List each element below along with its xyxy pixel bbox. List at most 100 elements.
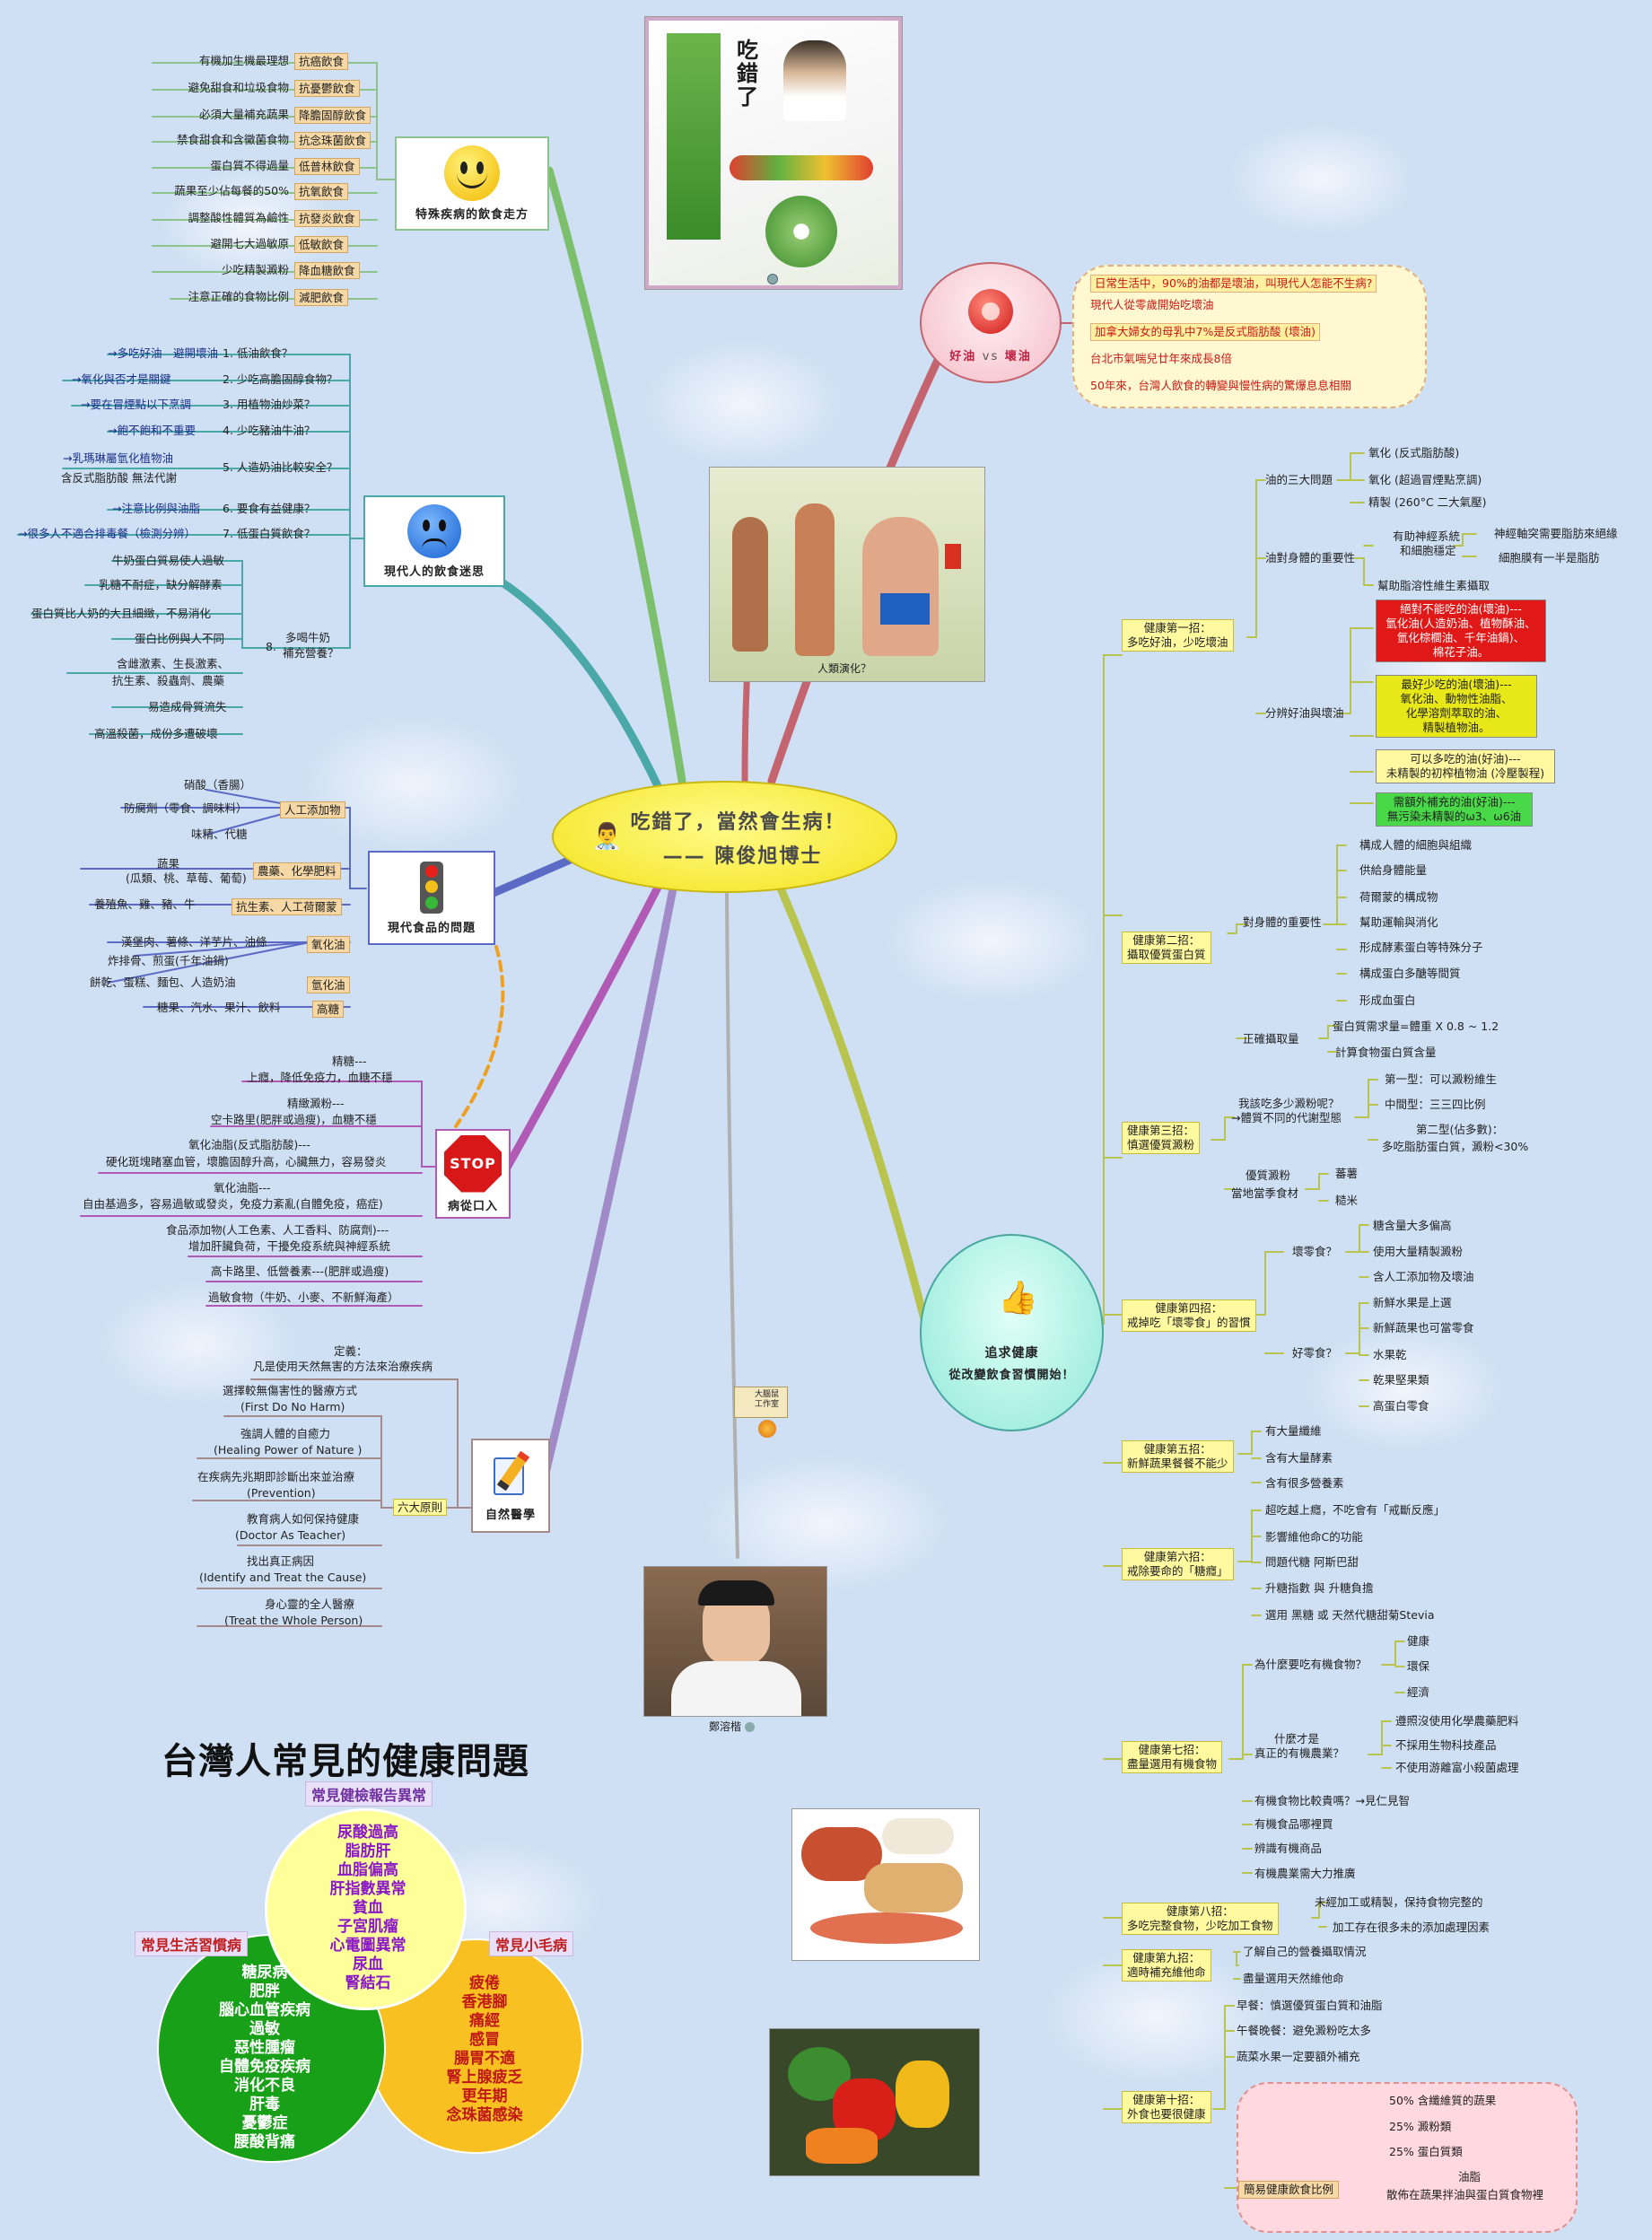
health-leaf[interactable]: 有機農業需大力推廣 [1254,1867,1356,1880]
health-leaf[interactable]: 幫助運輸與消化 [1359,915,1438,929]
health-leaf[interactable]: 辨識有機商品 [1254,1842,1323,1855]
diet-item-tag[interactable]: 降血糖飲食 [294,262,360,279]
nature-tag[interactable]: 六大原則 [393,1499,448,1516]
oil-distinguish-label[interactable]: 分辨好油與壞油 [1265,706,1344,720]
oil-item[interactable]: 現代人從零歲開始吃壞油 [1090,298,1214,311]
food-tag[interactable]: 農藥、化學肥料 [253,862,341,879]
nature-principle[interactable]: 選擇較無傷害性的醫療方式 [223,1384,358,1397]
myths-branch-topic[interactable]: 現代人的飲食迷思 [363,495,505,587]
ratio-label[interactable]: 簡易健康飲食比例 [1238,2181,1340,2199]
nature-principle-en[interactable]: (Treat the Whole Person) [224,1614,363,1627]
health-leaf[interactable]: 幫助脂溶性維生素攝取 [1377,579,1490,592]
stop-item[interactable]: 食品添加物(人工色素、人工香料、防腐劑)--- [166,1223,389,1237]
stop-item[interactable]: 精緻澱粉--- [287,1097,345,1110]
oil-item[interactable]: 台北市氣喘兒廿年來成長8倍 [1090,352,1232,365]
diet-item-tag[interactable]: 減肥飲食 [294,289,349,306]
stop-item-detail[interactable]: 增加肝臟負荷，干擾免疫系統與神經系統 [188,1239,391,1253]
health-leaf[interactable]: 經濟 [1407,1685,1430,1699]
diet-item-text[interactable]: 避開七大過敏原 [210,237,289,250]
oil-problems-label[interactable]: 油的三大問題 [1265,473,1333,486]
health-leaf[interactable]: 多吃脂肪蛋白質，澱粉<30% [1382,1140,1529,1153]
food-item-text[interactable]: 糖果、汽水、果汁、飲料 [157,1001,281,1014]
diet-item-tag[interactable]: 降膽固醇飲食 [294,107,371,124]
stop-item[interactable]: 高卡路里、低營養素---(肥胖或過瘦) [211,1264,389,1278]
food-item-text-2[interactable]: (瓜類、桃、草莓、葡萄) [126,871,247,885]
health-leaf[interactable]: 氧化 (超過冒煙點烹調) [1368,473,1482,486]
myth-item-answer[interactable]: →多吃好油 避開壞油 [108,346,218,360]
health-leaf[interactable]: 構成蛋白多醣等間質 [1359,967,1461,980]
health-leaf[interactable]: 含有很多營養素 [1265,1476,1344,1490]
milk-item[interactable]: 易造成骨質流失 [148,700,227,713]
nature-principle[interactable]: 身心靈的全人醫療 [265,1597,355,1611]
health-leaf[interactable]: 含有大量酵素 [1265,1451,1333,1465]
stop-item[interactable]: 過敏食物（牛奶、小麥、不新鮮海產） [208,1291,399,1304]
health-leaf[interactable]: 形成血蛋白 [1359,993,1416,1007]
health-leaf[interactable]: 有機食物比較貴嗎？→見仁見智 [1254,1794,1410,1807]
oil-green-box[interactable]: 需額外補充的油(好油)---無污染未精製的ω3、ω6油 [1376,792,1533,827]
tip-tip2[interactable]: 健康第二招：攝取優質蛋白質 [1122,932,1211,964]
food-branch-topic[interactable]: 現代食品的問題 [368,851,495,945]
tip-tip9[interactable]: 健康第九招：適時補充維他命 [1122,1949,1211,1982]
milk-question-2[interactable]: 補充營養？ [283,646,339,660]
stop-item[interactable]: 氧化油脂--- [214,1181,271,1194]
health-leaf[interactable]: 我該吃多少澱粉呢？ [1238,1097,1340,1110]
tip-tip6[interactable]: 健康第六招：戒除要命的「糖癮」 [1122,1548,1234,1580]
health-leaf[interactable]: 新鮮水果是上選 [1373,1296,1452,1309]
food-tag[interactable]: 人工添加物 [280,801,345,818]
myth-item-question[interactable]: 6. 要食有益健康？ [223,502,316,515]
tip-tip4[interactable]: 健康第四招：戒掉吃「壞零食」的習慣 [1122,1299,1256,1332]
oil-lyellow-box[interactable]: 可以多吃的油(好油)---未精製的初榨植物油 (冷壓製程) [1376,749,1555,783]
diet-item-tag[interactable]: 抗氧飲食 [294,183,349,200]
book-link-icon[interactable] [767,274,778,284]
diet-item-text[interactable]: 禁食甜食和含黴菌食物 [176,133,289,146]
nature-branch-topic[interactable]: 自然醫學 [471,1439,550,1533]
milk-item[interactable]: 抗生素、殺蟲劑、農藥 [112,674,225,687]
health-leaf[interactable]: 影響維他命C的功能 [1265,1530,1363,1544]
nature-principle-en[interactable]: (Prevention) [247,1486,316,1500]
health-leaf[interactable]: 25% 澱粉類 [1389,2120,1452,2133]
health-leaf[interactable]: 有機食品哪裡買 [1254,1817,1333,1831]
organic-why-label[interactable]: 為什麼要吃有機食物？ [1254,1658,1368,1671]
food-item-text[interactable]: 養殖魚、雞、豬、牛 [94,897,196,911]
myth-item-answer[interactable]: →很多人不適合排毒餐（檢測分辨） [18,527,196,540]
food-tag[interactable]: 氫化油 [307,976,350,993]
health-leaf[interactable]: 加工存在很多未的添加處理因素 [1333,1921,1490,1934]
health-leaf[interactable]: 計算食物蛋白質含量 [1335,1046,1437,1059]
milk-item[interactable]: 含雌激素、生長激素、 [117,657,230,670]
milk-item[interactable]: 乳糖不耐症，缺分解酵素 [99,578,223,591]
health-leaf[interactable]: 問題代糖 阿斯巴甜 [1265,1555,1359,1569]
health-leaf[interactable]: 早餐：慎選優質蛋白質和油脂 [1237,1999,1383,2012]
food-item-text[interactable]: 炸排骨、煎蛋(千年油鍋) [108,954,229,967]
author-link-icon[interactable] [744,1722,755,1732]
health-leaf[interactable]: 油脂 [1458,2170,1482,2183]
stop-item-detail[interactable]: 空卡路里(肥胖或過瘦)，血糖不穩 [211,1113,377,1126]
health-leaf[interactable]: 水果乾 [1373,1348,1407,1361]
milk-item[interactable]: 蛋白比例與人不同 [135,632,225,645]
health-leaf[interactable]: 含人工添加物及壞油 [1373,1270,1474,1283]
myth-item-answer[interactable]: →注意比例與油脂 [112,502,200,515]
health-leaf[interactable]: 未經加工或精製，保持食物完整的 [1315,1895,1483,1909]
diet-item-tag[interactable]: 抗發炎飲食 [294,210,360,227]
tip-tip8[interactable]: 健康第八招：多吃完整食物，少吃加工食物 [1122,1903,1279,1935]
food-item-text[interactable]: 漢堡肉、薯條、洋芋片、油條 [121,935,267,949]
myth-item-question[interactable]: 4. 少吃豬油牛油？ [223,424,316,437]
food-tag[interactable]: 氧化油 [307,936,350,953]
myth-item-question[interactable]: 1. 低油飲食？ [223,346,293,360]
tip-tip7[interactable]: 健康第七招：盡量選用有機食物 [1122,1741,1223,1773]
health-leaf[interactable]: 25% 蛋白質類 [1389,2145,1463,2158]
oil-importance-label[interactable]: 油對身體的重要性 [1265,551,1356,564]
myth-item-answer[interactable]: →要在冒煙點以下烹調 [81,398,191,411]
diet-item-tag[interactable]: 抗念珠菌飲食 [294,132,371,149]
oil-red-box[interactable]: 絕對不能吃的油(壞油)---氫化油(人造奶油、植物酥油、氫化棕櫚油、千年油鍋)、… [1376,599,1546,662]
food-item-text[interactable]: 味精、代糖 [191,827,248,841]
health-branch-topic[interactable]: 👍 追求健康 從改變飲食習慣開始！ [920,1234,1104,1431]
health-leaf[interactable]: 真正的有機農業？ [1254,1746,1345,1760]
health-leaf[interactable]: 有大量纖維 [1265,1424,1322,1438]
health-leaf[interactable]: 散佈在蔬果拌油與蛋白質食物裡 [1386,2188,1544,2201]
diet-item-text[interactable]: 避免甜食和垃圾食物 [188,81,289,94]
nature-principle-en[interactable]: (Doctor As Teacher) [235,1528,346,1542]
health-leaf[interactable]: 和細胞穩定 [1400,544,1456,557]
nature-principle-en[interactable]: (Identify and Treat the Cause) [199,1571,367,1584]
diet-item-text[interactable]: 注意正確的食物比例 [188,290,289,303]
nature-def-text[interactable]: 凡是使用天然無害的方法來治療疾病 [253,1360,433,1373]
